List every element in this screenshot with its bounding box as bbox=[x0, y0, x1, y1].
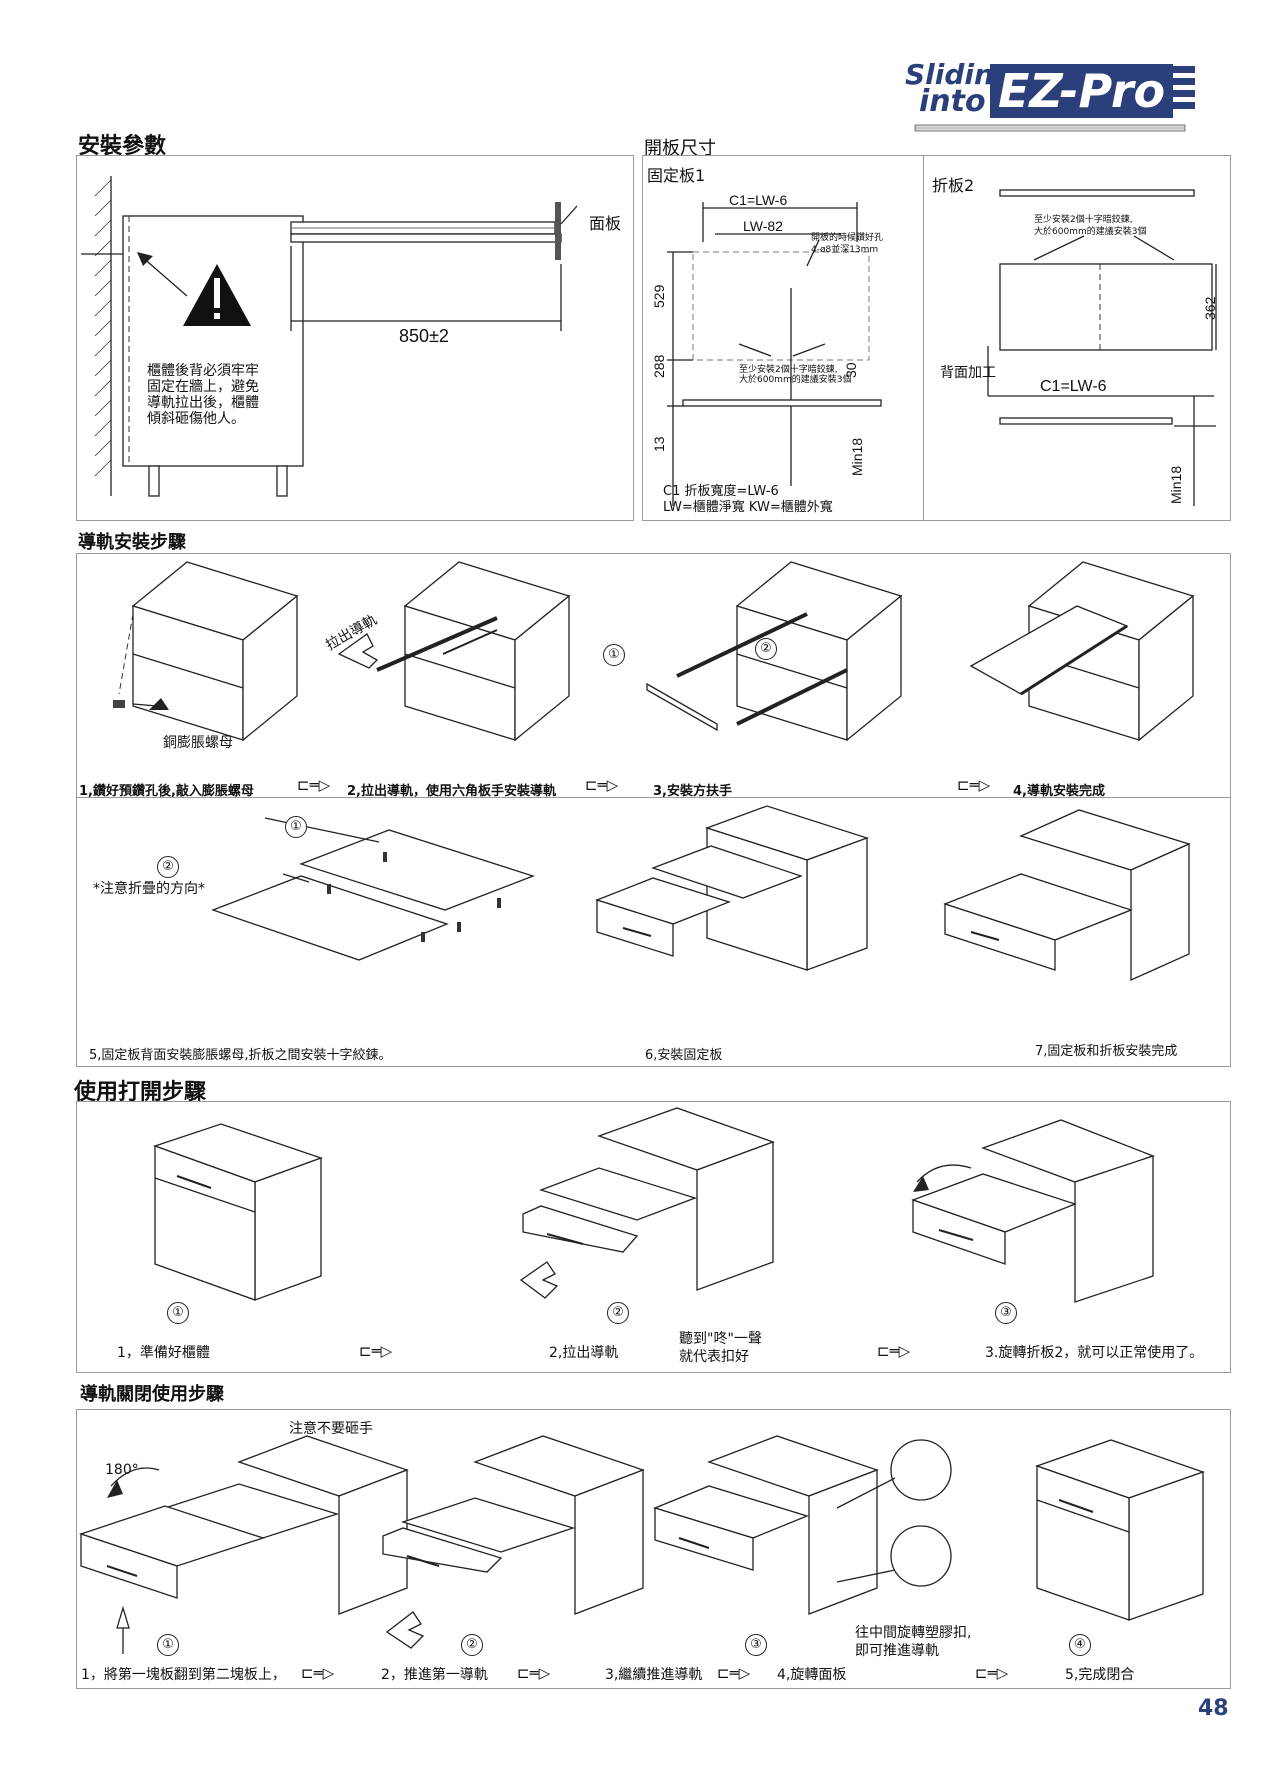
open-step-3: 3.旋轉折板2，就可以正常使用了。 bbox=[985, 1345, 1204, 1361]
fixed-dim-13: 13 bbox=[651, 436, 667, 452]
nut-label: 銅膨脹螺母 bbox=[163, 735, 233, 751]
rail-step-2: 2,拉出導軌，使用六角板手安裝導軌 bbox=[347, 784, 556, 799]
page-number: 48 bbox=[1198, 1696, 1229, 1721]
fixed-hinge-note-line2: 大於600mm的建議安裝3個 bbox=[739, 375, 852, 385]
rotate-note-line1: 往中間旋轉塑膠扣, bbox=[855, 1625, 972, 1641]
fold-board-diagram bbox=[987, 189, 1217, 506]
wall-warning-line3: 導軌拉出後，櫃體 bbox=[147, 395, 259, 411]
open-marker-3: ③ bbox=[995, 1302, 1017, 1324]
step-arrow-icon: ⊏═▷ bbox=[877, 1342, 911, 1360]
close-marker-3: ③ bbox=[745, 1634, 767, 1656]
hole-note-line1: 開板的時候鑽好孔 bbox=[811, 233, 884, 243]
close-step-3: 3,繼續推進導軌 bbox=[605, 1667, 703, 1683]
open-step-1: 1，準備好櫃體 bbox=[117, 1345, 210, 1361]
step-arrow-icon: ⊏═▷ bbox=[297, 776, 331, 794]
rail-step-1: 1,鑽好預鑽孔後,敲入膨脹螺母 bbox=[79, 784, 254, 799]
open-step-2: 2,拉出導軌 bbox=[549, 1345, 619, 1361]
open-marker-2: ② bbox=[607, 1302, 629, 1324]
click-note-line2: 就代表扣好 bbox=[679, 1349, 749, 1365]
step-arrow-icon: ⊏═▷ bbox=[717, 1664, 751, 1682]
panel-label: 面板 bbox=[589, 214, 622, 233]
fold-direction-note: *注意折疊的方向* bbox=[93, 881, 205, 897]
fixed-lw82-dim: LW-82 bbox=[743, 218, 783, 234]
rail-install-row2-diagrams bbox=[211, 805, 1191, 982]
length-dim: 850±2 bbox=[399, 326, 449, 346]
fixed-c1-dim: C1=LW-6 bbox=[729, 192, 788, 208]
logo-rail-icon bbox=[914, 124, 1186, 132]
hole-note-line2: 4-ø8並深13mm bbox=[811, 245, 879, 255]
row-divider bbox=[77, 797, 1230, 798]
step-arrow-icon: ⊏═▷ bbox=[301, 1664, 335, 1682]
close-step-5: 5,完成閉合 bbox=[1065, 1667, 1135, 1683]
open-steps-diagrams bbox=[153, 1107, 1155, 1303]
close-warn-note: 注意不要砸手 bbox=[289, 1421, 373, 1437]
rail-install-title: 導軌安裝步驟 bbox=[78, 532, 186, 553]
rail-install-row1-diagrams bbox=[113, 561, 1195, 742]
legend-line2: LW=櫃體淨寬 KW=櫃體外寬 bbox=[663, 500, 833, 515]
fold-c1-dim: C1=LW-6 bbox=[1040, 378, 1107, 395]
rail-step-5: 5,固定板背面安裝膨脹螺母,折板之間安裝十字絞鍊。 bbox=[89, 1048, 392, 1063]
logo-into: into bbox=[919, 84, 986, 119]
step-arrow-icon: ⊏═▷ bbox=[585, 776, 619, 794]
rotate-angle: 180° bbox=[105, 1462, 139, 1478]
step-arrow-icon: ⊏═▷ bbox=[517, 1664, 551, 1682]
fold-board-box: 折板2 至少安裝2個十字暗鉸鍊, 大於600mm的建議安裝3個 362 背面加工… bbox=[923, 155, 1231, 521]
close-step-1: 1，將第一塊板翻到第二塊板上， bbox=[81, 1667, 286, 1683]
close-step-2: 2，推進第一導軌 bbox=[381, 1667, 488, 1683]
close-steps-title: 導軌關閉使用步驟 bbox=[80, 1384, 224, 1405]
fixed-board-box: 固定板1 C1=LW-6 LW-82 開板的時候鑽好孔 4-ø8並深13mm 5… bbox=[642, 155, 924, 521]
close-marker-1: ① bbox=[157, 1634, 179, 1656]
panel-size-title: 開板尺寸 bbox=[644, 138, 716, 159]
fixed-board-diagram bbox=[667, 202, 882, 506]
open-steps-box: ① ② ③ 1，準備好櫃體 ⊏═▷ 2,拉出導軌 聽到"咚"一聲 就代表扣好 ⊏… bbox=[76, 1101, 1231, 1373]
fixed-board-title: 固定板1 bbox=[647, 166, 706, 185]
fixed-hinge-note-line1: 至少安裝2個十字暗鉸鍊, bbox=[739, 365, 838, 375]
fold-marker-1: ① bbox=[285, 816, 307, 838]
open-marker-1: ① bbox=[167, 1302, 189, 1324]
step-arrow-icon: ⊏═▷ bbox=[359, 1342, 393, 1360]
fold-marker-2: ② bbox=[157, 856, 179, 878]
fold-hinge-note-line1: 至少安裝2個十字暗鉸鍊, bbox=[1034, 215, 1133, 225]
install-params-title: 安裝參數 bbox=[78, 134, 167, 159]
rail-step-7: 7,固定板和折板安裝完成 bbox=[1035, 1044, 1178, 1059]
logo-brand: EZ-Pro bbox=[990, 64, 1174, 118]
fixed-dim-min18: Min18 bbox=[849, 437, 865, 476]
fold-board-title: 折板2 bbox=[932, 176, 975, 195]
rail-install-box: 拉出導軌 銅膨脹螺母 ① ② 1,鑽好預鑽孔後,敲入膨脹螺母 ⊏═▷ 2,拉出導… bbox=[76, 553, 1231, 1067]
install-params-box: 面板 850±2 櫃體後背必須牢牢 固定在牆上，避免 導軌拉出後，櫃體 傾斜砸傷… bbox=[76, 155, 634, 521]
brand-logo: Sliding into EZ-Pro bbox=[905, 58, 1205, 138]
fixed-dim-529: 529 bbox=[651, 284, 667, 308]
legend-line1: C1 折板寬度=LW-6 bbox=[663, 484, 779, 499]
rail-step-3: 3,安裝方扶手 bbox=[653, 784, 732, 799]
back-processing-label: 背面加工 bbox=[940, 365, 996, 381]
open-steps-title: 使用打開步驟 bbox=[74, 1080, 207, 1105]
fold-hinge-note-line2: 大於600mm的建議安裝3個 bbox=[1034, 227, 1147, 237]
fold-dim-362: 362 bbox=[1202, 296, 1218, 320]
close-steps-box: 注意不要砸手 180° ① ② ③ ④ 往中間旋轉塑膠扣, 即可推進導軌 1，將… bbox=[76, 1409, 1231, 1689]
step-arrow-icon: ⊏═▷ bbox=[957, 776, 991, 794]
step-arrow-icon: ⊏═▷ bbox=[975, 1664, 1009, 1682]
cabinet-wall-diagram bbox=[81, 176, 578, 497]
close-steps-diagrams bbox=[78, 1435, 1205, 1654]
click-note-line1: 聽到"咚"一聲 bbox=[679, 1331, 762, 1347]
rail-step-4: 4,導軌安裝完成 bbox=[1013, 784, 1105, 799]
rotate-note-line2: 即可推進導軌 bbox=[855, 1643, 939, 1659]
fold-dim-min18: Min18 bbox=[1168, 465, 1184, 504]
close-marker-2: ② bbox=[461, 1634, 483, 1656]
step3-marker-1: ① bbox=[603, 644, 625, 666]
close-marker-4: ④ bbox=[1069, 1634, 1091, 1656]
close-step-4: 4,旋轉面板 bbox=[777, 1667, 847, 1683]
step3-marker-2: ② bbox=[755, 638, 777, 660]
wall-warning-line1: 櫃體後背必須牢牢 bbox=[147, 363, 259, 379]
rail-step-6: 6,安裝固定板 bbox=[645, 1048, 723, 1063]
wall-warning-line4: 傾斜砸傷他人。 bbox=[147, 411, 245, 427]
fixed-dim-288: 288 bbox=[651, 354, 667, 378]
wall-warning-line2: 固定在牆上，避免 bbox=[147, 379, 259, 395]
logo-stripes-icon bbox=[1165, 66, 1195, 109]
